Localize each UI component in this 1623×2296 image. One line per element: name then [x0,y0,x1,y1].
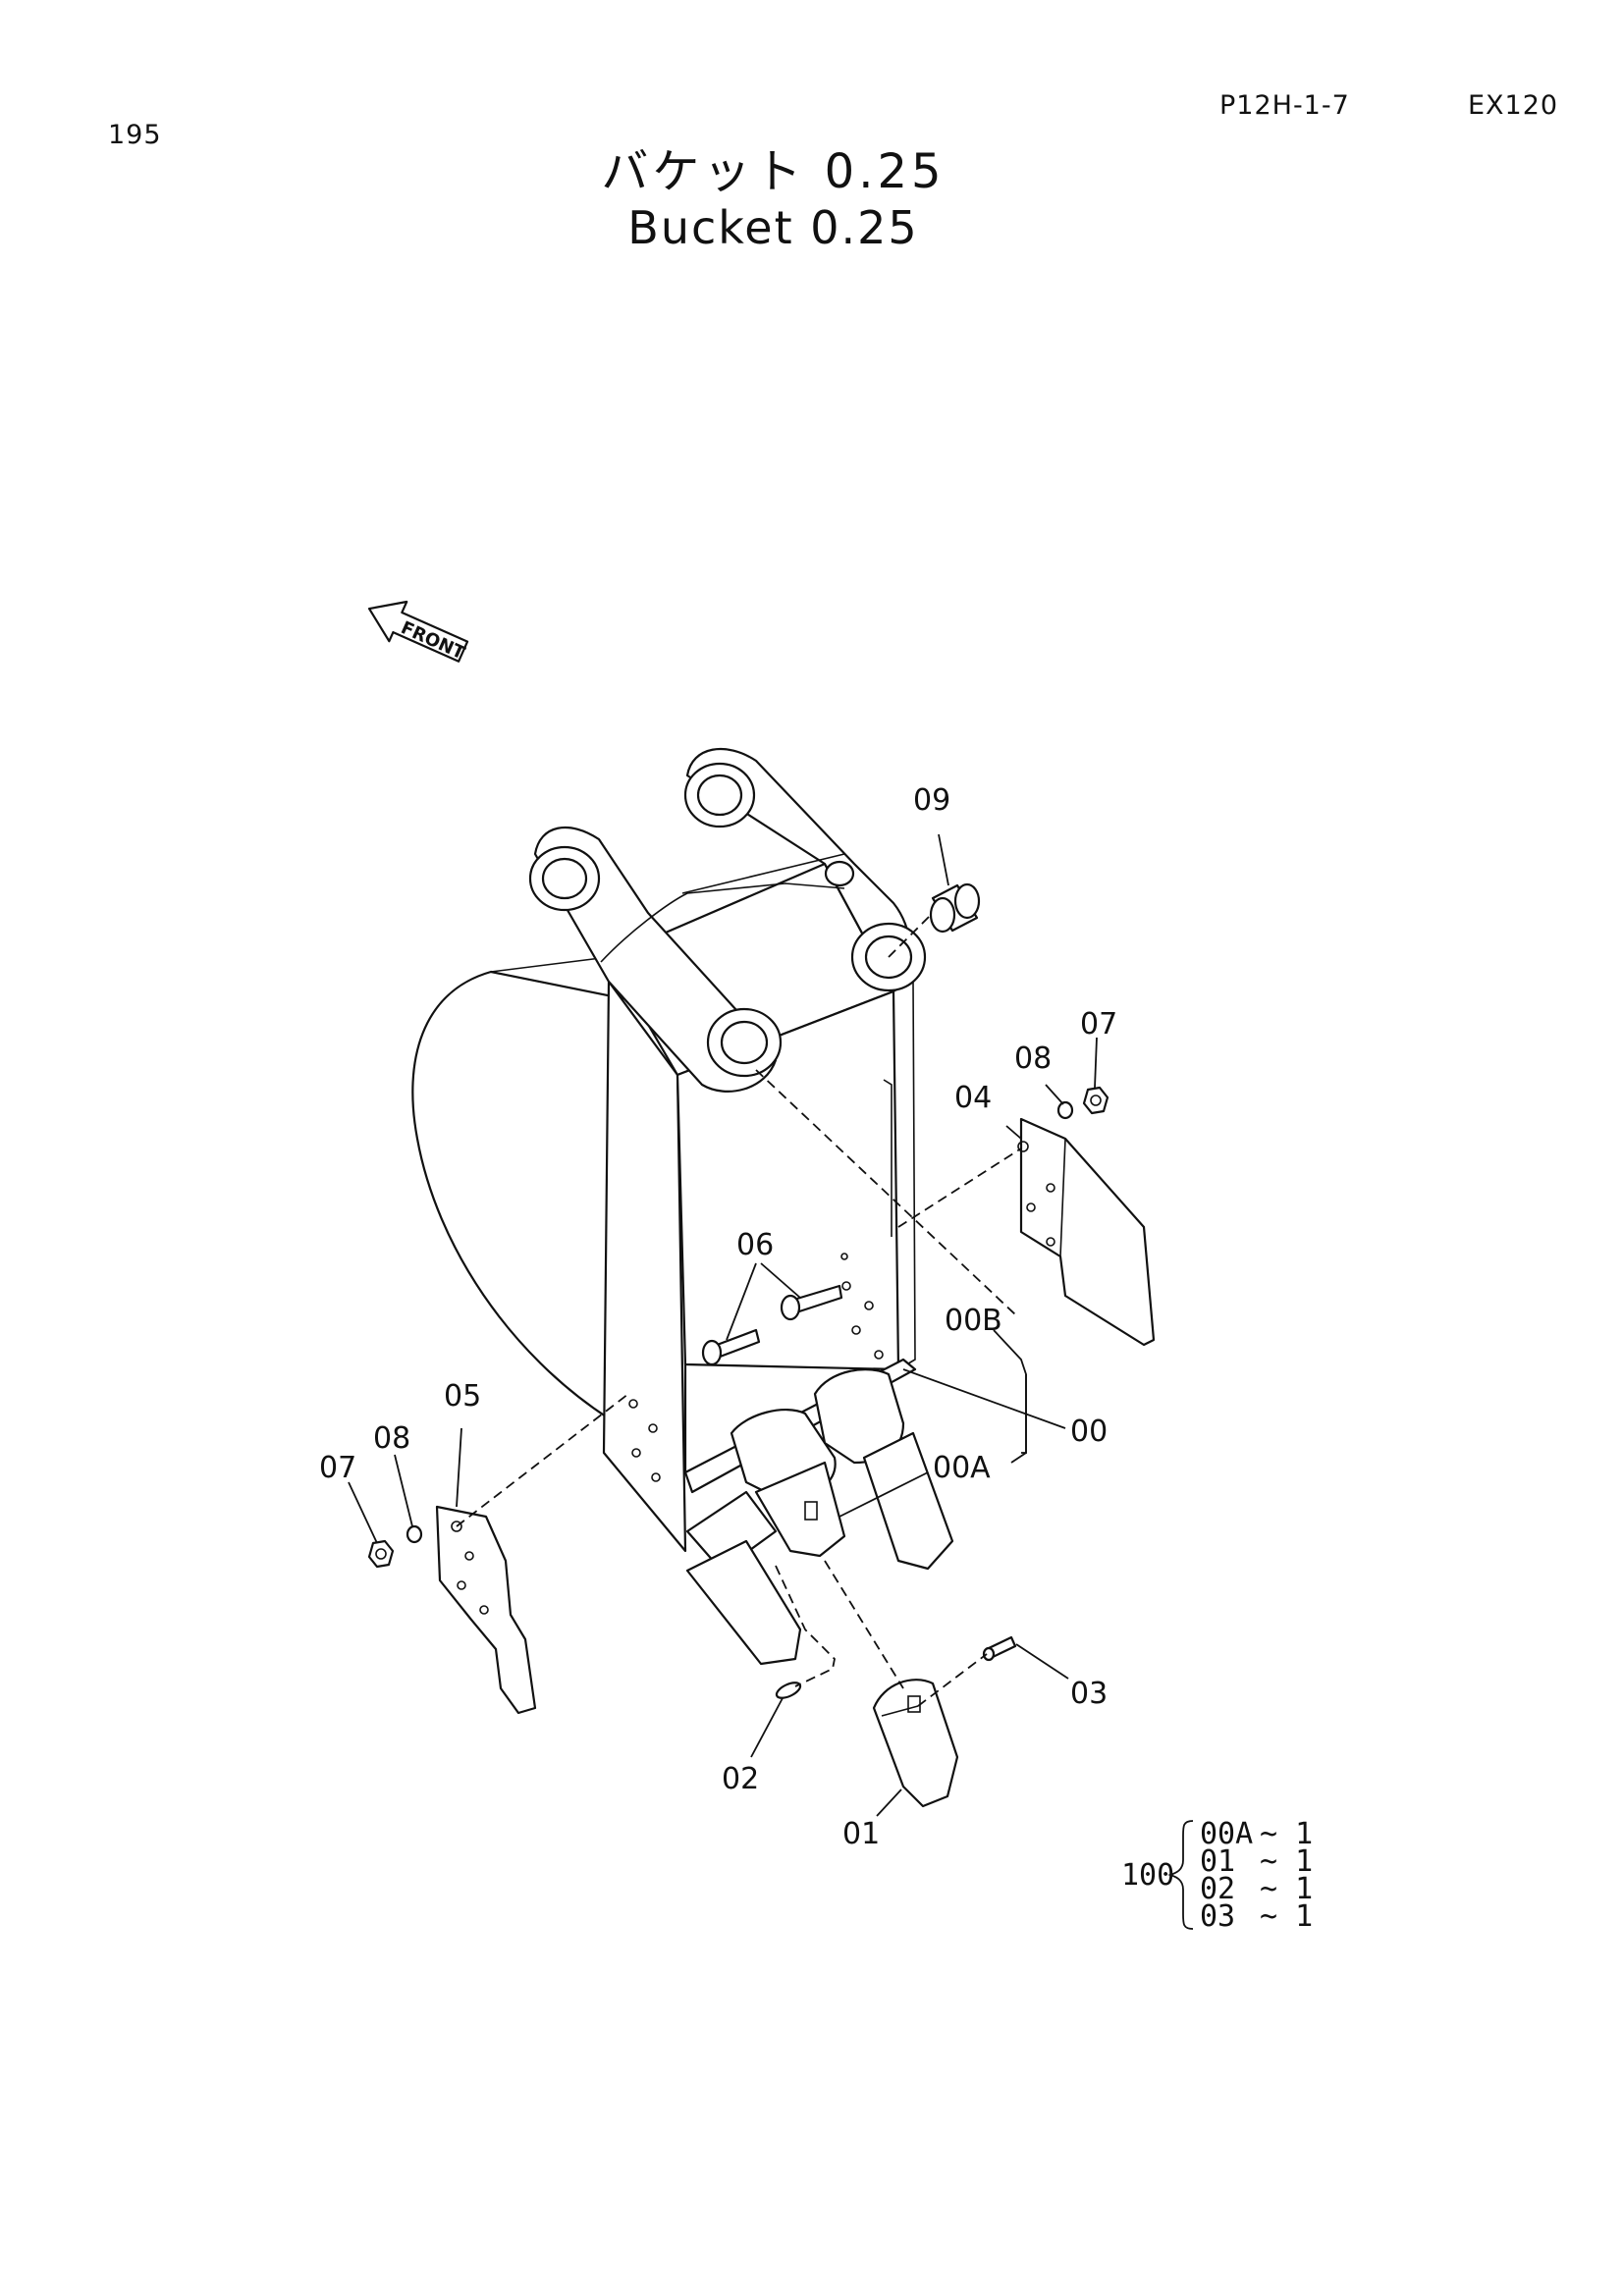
kit-brace [1167,1820,1194,1930]
callout-08-left: 08 [373,1421,410,1456]
kit-item-qty-1: ~ 1 [1260,1817,1313,1851]
kit-item-qty-3: ~ 1 [1260,1872,1313,1906]
kit-table: 100 00A ~ 1 01 ~ 1 02 ~ 1 03 ~ 1 [1121,1817,1313,1934]
callout-01: 01 [842,1817,880,1851]
nut-right [1082,1086,1109,1115]
kit-item-qty-2: ~ 1 [1260,1844,1313,1879]
leader-07-left [348,1481,378,1544]
dash-09 [888,912,934,958]
washer-right [1056,1100,1074,1120]
dash-03 [917,1653,988,1707]
leader-06b [760,1262,801,1299]
tooth-point-loose [872,1679,959,1808]
kit-item-part-1: 00A [1200,1817,1253,1851]
leader-00a-bracket [1010,1374,1027,1464]
kit-item-part-4: 03 [1200,1899,1235,1934]
tooth-adapter-right [813,1368,954,1571]
side-cutter-left [435,1505,537,1715]
leader-00a [839,1471,929,1518]
dash-01 [824,1560,904,1689]
side-cutter-right [1017,1117,1156,1347]
catalog-code: P12H-1-7 [1219,90,1350,121]
callout-06: 06 [736,1228,774,1262]
tooth-pin [982,1635,1017,1662]
leader-05 [456,1427,462,1508]
dash-00b [755,1069,1017,1316]
kit-number: 100 [1121,1858,1174,1893]
model-name: EX120 [1468,90,1559,121]
front-arrow-icon: FRONT [367,600,469,665]
callout-08-right: 08 [1014,1041,1052,1076]
leader-02 [750,1697,784,1758]
title-japanese: バケット 0.25 [601,144,946,199]
kit-item-part-2: 01 [1200,1844,1235,1879]
leader-03 [1015,1643,1069,1680]
callout-05: 05 [444,1379,481,1414]
leader-06a [726,1262,757,1341]
lock-ring [775,1682,802,1699]
callout-04: 04 [954,1081,992,1115]
callout-07-left: 07 [319,1451,356,1485]
washer-left [406,1524,423,1544]
dash-04 [897,1148,1022,1228]
side-holes [840,1253,884,1360]
leader-01 [876,1789,902,1817]
boss-top-back [683,762,756,828]
leader-00b [993,1329,1027,1454]
title-english: Bucket 0.25 [627,201,919,254]
page-number: 195 [108,120,162,150]
bolt-lower [701,1328,761,1366]
bushing [929,882,981,934]
leader-09 [938,833,949,886]
dash-05 [456,1393,629,1527]
front-label: FRONT [398,617,468,664]
leader-07-right [1094,1037,1098,1089]
leader-04 [1005,1125,1022,1140]
leader-08-right [1045,1084,1064,1105]
kit-item-part-3: 02 [1200,1872,1235,1906]
bolt-upper [780,1284,843,1321]
tooth-adapter-left [685,1490,802,1666]
callout-09: 09 [913,783,950,818]
leader-00 [902,1368,1066,1429]
boss-top-left [528,845,601,912]
callout-07-right: 07 [1080,1007,1117,1041]
callout-00b: 00B [945,1304,1002,1338]
callout-00: 00 [1070,1415,1108,1449]
callout-03: 03 [1070,1677,1108,1711]
nut-left [367,1539,395,1569]
boss-front-left [706,1007,783,1078]
leader-08-left [394,1454,413,1527]
dash-02 [775,1565,836,1687]
callout-02: 02 [722,1762,759,1796]
tooth-adapter-center [730,1409,846,1558]
callout-00a: 00A [933,1451,991,1485]
kit-item-qty-4: ~ 1 [1260,1899,1313,1934]
